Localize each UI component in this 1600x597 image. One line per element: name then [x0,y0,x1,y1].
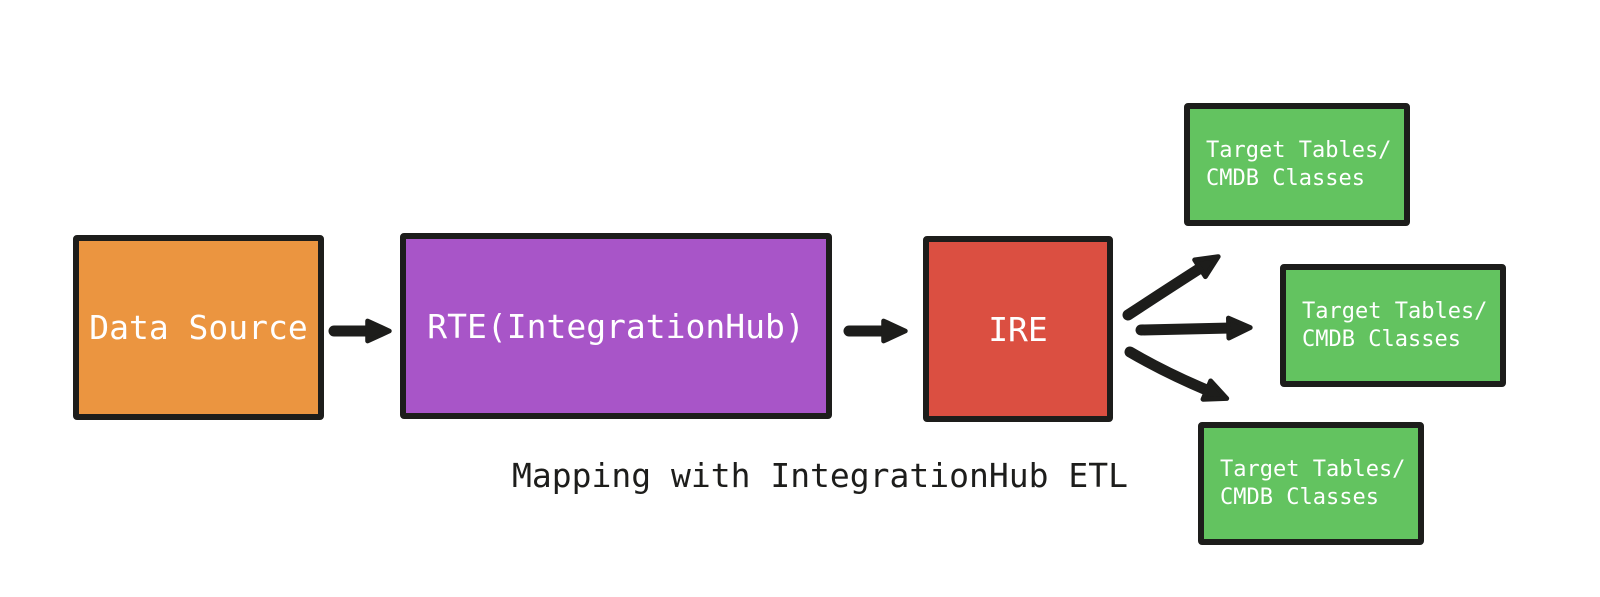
diagram-caption: Mapping with IntegrationHub ETL [512,456,1128,495]
node-data-source-label: Data Source [89,308,308,347]
node-data-source: Data Source [73,235,324,420]
node-ire: IRE [923,236,1113,422]
node-target-tables-top-line1: Target Tables/ [1206,137,1392,163]
node-rte-integrationhub-label: RTE(IntegrationHub) [427,306,805,346]
node-rte-integrationhub: RTE(IntegrationHub) [400,233,832,419]
node-target-tables-bottom-line2: CMDB Classes [1220,484,1379,510]
node-target-tables-middle-line2: CMDB Classes [1302,326,1461,352]
node-target-tables-bottom-line1: Target Tables/ [1220,456,1406,482]
node-ire-label: IRE [988,309,1048,349]
arrow-ire-to-target-top-icon [1122,254,1221,321]
node-target-tables-middle: Target Tables/ CMDB Classes [1280,264,1506,387]
node-target-tables-bottom: Target Tables/ CMDB Classes [1198,422,1424,545]
node-target-tables-top-line2: CMDB Classes [1206,165,1365,191]
node-target-tables-middle-line1: Target Tables/ [1302,298,1488,324]
arrow-ire-to-target-bottom-icon [1124,346,1230,402]
arrow-ire-to-target-middle-icon [1135,315,1253,341]
node-target-tables-top: Target Tables/ CMDB Classes [1184,103,1410,226]
